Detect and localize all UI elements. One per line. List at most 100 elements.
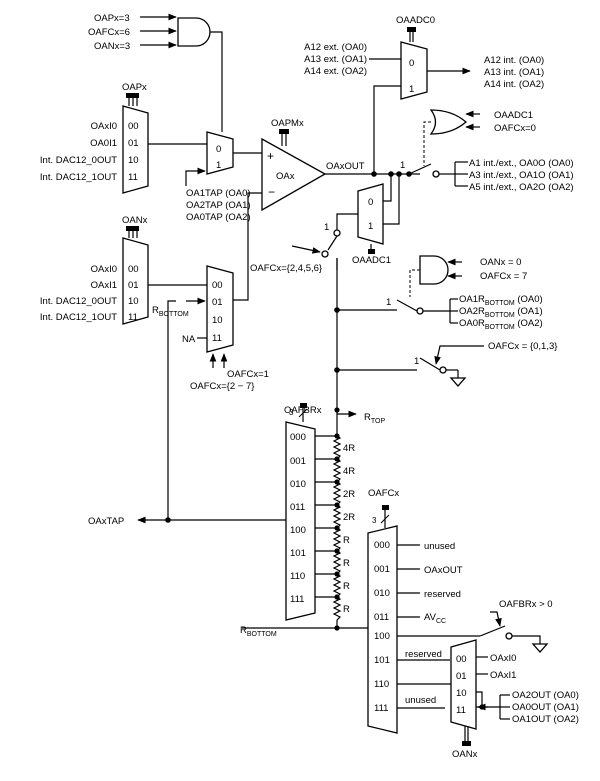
mux-oafcx-input-3: AVCC — [424, 612, 446, 625]
rb-switch-output-2: OA0RBOTTOM (OA2) — [459, 318, 543, 331]
or-input-1: OAFCx=0 — [494, 123, 536, 134]
mux-oafcx-code-3: 011 — [374, 612, 389, 623]
mux-oapx-code-1: 01 — [128, 138, 139, 149]
mux-oanx: OANx 00 01 10 11 OAxI0 OAxI1 Int. DAC12_… — [40, 215, 207, 325]
ladder-mux-oafbrx: OAFBRx 3 000 001 010 011 100 101 110 111 — [88, 300, 385, 638]
mux-oapmx-code-1: 1 — [216, 160, 221, 171]
na-label: NA — [182, 334, 196, 345]
mux-oaadc0-input-0: A12 ext. (OA0) — [304, 42, 367, 53]
mux-oapx-input-0: OAxI0 — [91, 121, 117, 132]
ladder-res-0: 4R — [343, 443, 355, 454]
and-mid-input-0: OANx = 0 — [480, 257, 521, 268]
fb-switch-num: 1 — [324, 222, 329, 233]
mux-oapmx: 0 1 OA1TAP (OA0) OA2TAP (OA1) OA0TAP (OA… — [185, 131, 262, 223]
mux-oafcx-label: OAFCx — [368, 488, 399, 499]
mux-oaadc1-code-0: 0 — [368, 197, 373, 208]
mux-oafcx-input-1: OAxOUT — [424, 565, 463, 576]
negmode-ctrl-2: OAFCx={2 − 7} — [190, 381, 254, 392]
rbottom-switch: 1 OA1RBOTTOM (OA0) OA2RBOTTOM (OA1) OA0R… — [334, 294, 543, 331]
and-top-input-3: OANx=3 — [94, 41, 130, 52]
opamp: OAPMx + − OAx OAxOUT — [261, 118, 420, 212]
mux-oapx: OAPx 00 01 10 11 OAxI0 OA0I1 Int. DAC12_… — [40, 82, 207, 194]
out-switch-output-1: A3 int./ext., OA1O (OA1) — [469, 170, 574, 181]
rb-switch-output-0: OA1RBOTTOM (OA0) — [459, 294, 543, 307]
mux-sub-out-2: OA1OUT (OA2) — [512, 714, 579, 725]
oafbrx-gt0-label: OAFBRx > 0 — [499, 599, 553, 610]
ladder-code-5: 101 — [290, 548, 306, 559]
ladder-code-3: 011 — [290, 502, 305, 513]
mux-oapx-input-3: Int. DAC12_1OUT — [40, 172, 117, 183]
mux-oafcx-input-5: reserved — [405, 649, 442, 660]
ladder-code-1: 001 — [290, 456, 306, 467]
opamp-mode-label: OAPMx — [271, 118, 304, 129]
mux-sub-input-1: OAxI1 — [490, 670, 516, 681]
mux-oafcx-bits: 3 — [372, 516, 377, 525]
ladder-res-7: R — [343, 604, 350, 615]
ladder-res-1: 4R — [343, 466, 355, 477]
mux-oapx-input-1: OA0I1 — [90, 138, 117, 149]
or-gate: OAADC1 OAFCx=0 — [423, 109, 536, 166]
mux-oanx-code-1: 01 — [128, 280, 139, 291]
mux-neg-mode: 00 01 10 11 RBOTTOM NA OAFCx=1 OAFCx={2 … — [152, 192, 269, 392]
fb-switch-label: OAFCx={2,4,5,6} — [250, 263, 322, 274]
ladder-code-4: 100 — [290, 525, 306, 536]
mux-sub-out-1: OA0OUT (OA1) — [512, 702, 579, 713]
mux-oapmx-input-2: OA0TAP (OA2) — [186, 212, 251, 223]
mux-oaadc0-output-0: A12 int. (OA0) — [484, 55, 544, 66]
feedback-switch: 1 OAFCx={2,4,5,6} — [250, 222, 341, 410]
mux-oaadc0-label: OAADC0 — [396, 15, 435, 26]
or-input-0: OAADC1 — [494, 110, 533, 121]
gnd-switch-label: OAFCx = {0,1,3} — [488, 341, 557, 352]
and-top-input-1: OAPx=3 — [94, 13, 130, 24]
mux-oanx-code-3: 11 — [128, 312, 138, 323]
mux-oapx-code-0: 00 — [128, 121, 139, 132]
negmode-ctrl-1: OAFCx=1 — [227, 369, 269, 380]
mux-oaadc1-code-1: 1 — [368, 221, 373, 232]
mux-oafcx-input-7: unused — [405, 695, 436, 706]
mux-oanx-code-2: 10 — [128, 296, 139, 307]
ladder-code-0: 000 — [290, 432, 306, 443]
mux-sub-oanx: 00 01 10 11 OAxI0 OAxI1 OA2OUT (OA0) OA0… — [450, 639, 579, 760]
output-switch: 1 A1 int./ext., OA0O (OA0) A3 int./ext.,… — [371, 158, 574, 193]
out-switch-num: 1 — [400, 160, 405, 171]
mux-oanx-input-1: OAxI1 — [91, 280, 117, 291]
ladder-code-6: 110 — [290, 571, 305, 582]
and-top-input-2: OAFCx=6 — [88, 27, 130, 38]
mux-oapx-code-3: 11 — [128, 172, 138, 183]
ladder-bits: 3 — [289, 408, 294, 417]
rbottom-label: RBOTTOM — [240, 625, 277, 638]
rbottom-input-label: RBOTTOM — [152, 305, 189, 318]
mux-oaadc0-code-0: 0 — [409, 58, 414, 69]
mux-oaadc1: 0 1 OAADC1 — [336, 174, 400, 266]
opamp-minus: − — [268, 185, 275, 199]
rb-switch-output-1: OA2RBOTTOM (OA1) — [459, 306, 543, 319]
mux-oanx-input-0: OAxI0 — [91, 264, 117, 275]
mux-oaadc0: OAADC0 0 1 A12 ext. (OA0) A13 ext. (OA1)… — [304, 15, 544, 174]
mux-oafcx-code-2: 010 — [374, 588, 390, 599]
ladder-res-5: R — [343, 558, 350, 569]
rtop-label: RTOP — [364, 412, 385, 425]
mux-oafcx-code-6: 110 — [374, 679, 389, 690]
mux-oanx-label: OANx — [122, 215, 148, 226]
ladder-res-2: 2R — [343, 489, 355, 500]
mux-oafcx-code-5: 101 — [374, 655, 390, 666]
mux-sub-code-3: 11 — [456, 705, 466, 716]
gnd-switch-num: 1 — [414, 356, 419, 367]
mux-oafcx-code-7: 111 — [374, 703, 388, 714]
mux-negmode-code-0: 00 — [212, 280, 223, 291]
mux-oafcx-code-4: 100 — [374, 631, 390, 642]
opamp-plus: + — [267, 149, 274, 163]
rb-switch-num: 1 — [386, 297, 391, 308]
mux-sub-out-0: OA2OUT (OA0) — [512, 690, 579, 701]
mux-oafcx: OAFCx 3 000 001 010 011 100 101 110 111 … — [367, 488, 553, 734]
opamp-name: OAx — [276, 171, 295, 182]
mux-sub-input-0: OAxI0 — [490, 653, 516, 664]
ladder-res-3: 2R — [343, 512, 355, 523]
ground-switch: 1 OAFCx = {0,1,3} — [334, 341, 557, 387]
and-gate-mid: OANx = 0 OAFCx = 7 — [409, 255, 527, 297]
mux-oapmx-code-0: 0 — [216, 144, 221, 155]
ladder-code-7: 111 — [290, 594, 304, 605]
mux-oanx-code-0: 00 — [128, 264, 139, 275]
mux-oaadc0-output-1: A13 int. (OA1) — [484, 67, 544, 78]
